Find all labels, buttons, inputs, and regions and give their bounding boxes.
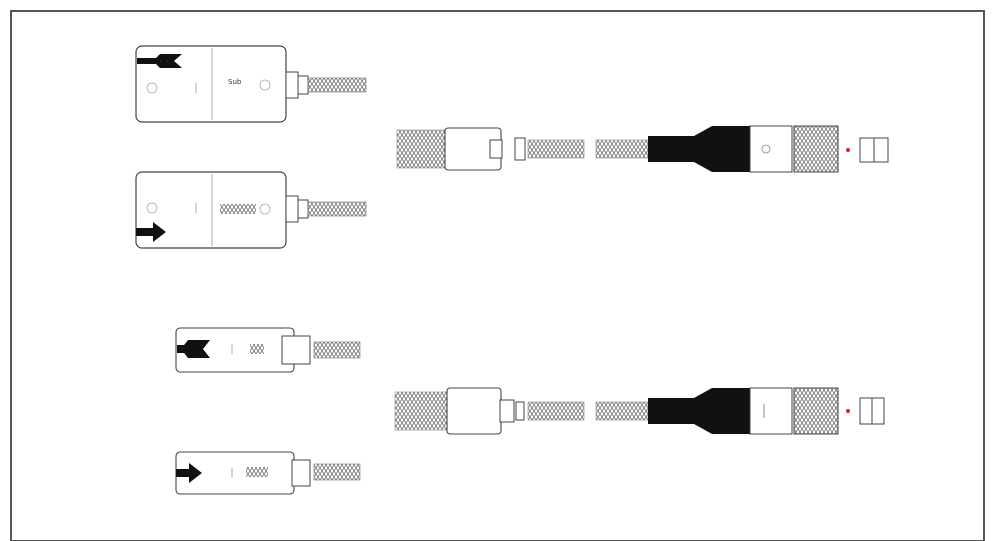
braided-cable-mid2 bbox=[595, 401, 649, 421]
marking-circle bbox=[146, 202, 158, 214]
bottom-cable-assembly bbox=[394, 387, 885, 435]
braided-cable bbox=[313, 463, 361, 481]
connector-notch bbox=[489, 139, 503, 159]
top-left-connector-upper: Sub bbox=[135, 45, 367, 123]
plug-tip bbox=[285, 71, 299, 99]
frame-border bbox=[10, 10, 985, 541]
plug-grip bbox=[793, 125, 839, 173]
strain-relief bbox=[648, 388, 750, 434]
arrow-right-icon bbox=[136, 222, 166, 242]
arrow-right-icon bbox=[176, 463, 202, 483]
plug-collar bbox=[297, 199, 309, 219]
chevrons-left-icon bbox=[137, 54, 182, 68]
plug-grip bbox=[793, 387, 839, 435]
top-left-connector-lower bbox=[135, 171, 367, 249]
braided-cable-mid1 bbox=[527, 139, 585, 159]
marking-circle bbox=[146, 82, 158, 94]
plug-head bbox=[749, 125, 793, 173]
strain-relief bbox=[648, 126, 750, 172]
marking-circle-right bbox=[259, 79, 271, 91]
connector-body bbox=[446, 387, 502, 435]
braided-cable-mid2 bbox=[595, 139, 649, 159]
plug-collar bbox=[515, 401, 525, 421]
bottom-left-connector-upper bbox=[175, 327, 361, 373]
braided-cable bbox=[307, 77, 367, 93]
plug-tip bbox=[291, 459, 311, 487]
braided-cable bbox=[313, 341, 361, 359]
plug-head bbox=[749, 387, 793, 435]
accent-dot bbox=[846, 148, 850, 152]
plug-tip bbox=[281, 335, 311, 365]
top-group: Sub bbox=[135, 45, 889, 249]
marking-braid bbox=[250, 344, 264, 354]
marking-braid bbox=[246, 467, 268, 477]
plug-collar bbox=[514, 137, 526, 161]
braided-cable-left bbox=[396, 129, 446, 169]
marking-circle-right bbox=[259, 203, 271, 215]
plug-collar bbox=[297, 75, 309, 95]
connector-notch bbox=[499, 399, 515, 423]
bottom-group bbox=[175, 327, 885, 495]
top-cable-assembly bbox=[396, 125, 889, 173]
chevrons-left-icon bbox=[177, 340, 210, 358]
accent-dot bbox=[846, 409, 850, 413]
marking-text: Sub bbox=[228, 78, 242, 86]
braided-cable bbox=[307, 201, 367, 217]
braided-cable-left bbox=[394, 391, 448, 431]
bottom-left-connector-lower bbox=[175, 451, 361, 495]
plug-head-mark bbox=[761, 144, 771, 154]
plug-tip bbox=[285, 195, 299, 223]
marking-braid bbox=[220, 204, 256, 214]
braided-cable-mid1 bbox=[527, 401, 585, 421]
